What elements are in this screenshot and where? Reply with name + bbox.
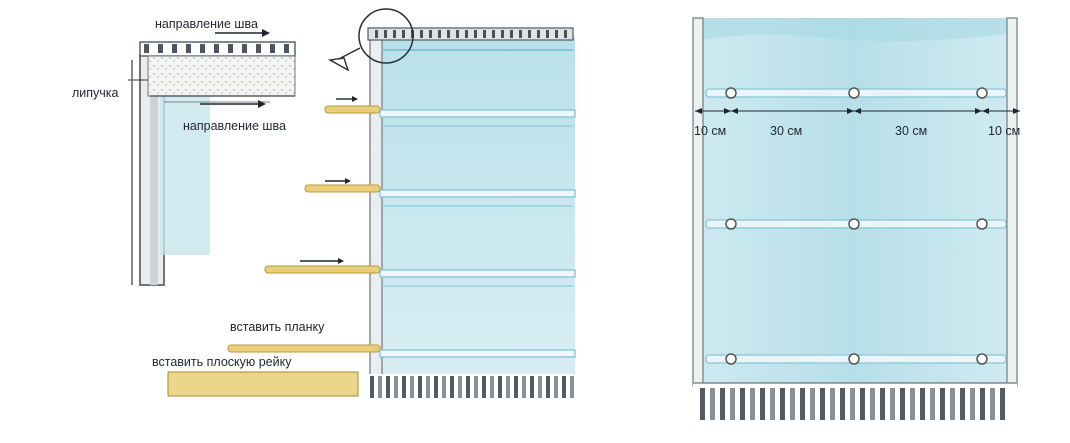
inset-stitch-marks xyxy=(144,44,289,53)
velcro-strip xyxy=(147,55,296,97)
label-insert-flat-rail: вставить плоскую рейку xyxy=(152,355,292,369)
blind-right xyxy=(692,17,1020,423)
blind-left xyxy=(167,8,576,398)
slat-4 xyxy=(227,344,381,353)
dimension-line xyxy=(695,108,1020,114)
ring xyxy=(848,87,860,99)
ring xyxy=(848,218,860,230)
insert-arrows xyxy=(300,96,358,264)
inset-frame-inner xyxy=(150,60,158,285)
label-seam-direction-bottom: направление шва xyxy=(183,119,286,133)
ring xyxy=(725,87,737,99)
magnifier-arrow xyxy=(327,47,361,72)
detail-inset xyxy=(128,41,296,286)
label-insert-slat: вставить планку xyxy=(230,320,325,334)
slat-2 xyxy=(304,184,381,193)
blind-left-fringe xyxy=(366,374,576,398)
ring xyxy=(848,353,860,365)
slat-3 xyxy=(264,265,381,274)
slat-pockets xyxy=(379,109,576,358)
ring xyxy=(976,353,988,365)
blind-right-fabric xyxy=(702,18,1007,383)
blind-right-right-rail xyxy=(1006,17,1018,387)
flat-rail xyxy=(167,371,359,397)
blind-left-top-rail xyxy=(367,27,574,41)
seam-arrow-top xyxy=(215,29,270,37)
blind-left-top-stitches xyxy=(375,30,567,38)
magnifier-circle xyxy=(358,8,414,64)
rings xyxy=(725,87,988,365)
ring xyxy=(976,87,988,99)
blind-left-side-rail xyxy=(369,35,383,379)
label-seam-direction-top: направление шва xyxy=(155,17,258,31)
dimension-label: 10 см xyxy=(694,124,727,138)
slat-1 xyxy=(324,105,381,114)
dimension-label: 10 см xyxy=(988,124,1021,138)
ring xyxy=(725,218,737,230)
blind-right-left-rail xyxy=(692,17,704,387)
ring xyxy=(725,353,737,365)
dimension-label: 30 см xyxy=(770,124,803,138)
dimension-label: 30 см xyxy=(895,124,928,138)
ring xyxy=(976,218,988,230)
blind-right-fringe xyxy=(693,382,1017,423)
inset-fabric xyxy=(160,95,210,255)
seam-arrow-bottom xyxy=(200,100,266,108)
label-velcro: липучка xyxy=(72,86,119,100)
